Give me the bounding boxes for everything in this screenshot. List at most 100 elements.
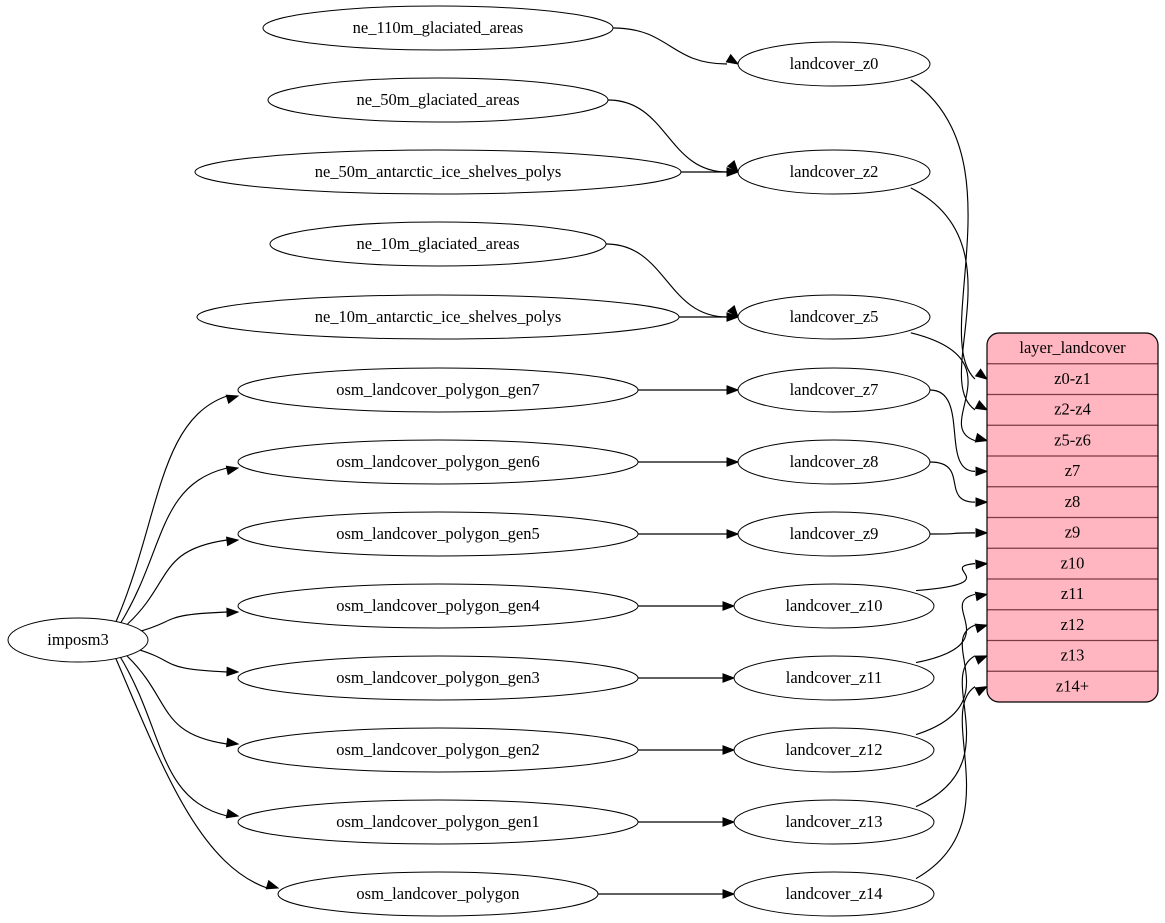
edge-arrowhead xyxy=(726,457,740,467)
edge-arrowhead xyxy=(975,497,989,508)
node-ellipse[interactable] xyxy=(733,583,935,629)
landcover-node-6[interactable]: landcover_z10 xyxy=(733,583,935,629)
ne-source-node-3[interactable]: ne_10m_glaciated_areas xyxy=(269,221,607,267)
node-label: landcover_z11 xyxy=(786,668,883,687)
landcover-node-2[interactable]: landcover_z5 xyxy=(737,294,931,340)
edge-landcover-to-table xyxy=(915,593,976,664)
edge-arrowhead xyxy=(975,527,989,538)
node-ellipse[interactable] xyxy=(737,41,931,87)
table-row-z2-z4[interactable]: z2-z4 xyxy=(1054,400,1091,419)
edge-landcover-to-table xyxy=(910,79,976,380)
osm-source-node-7[interactable]: osm_landcover_polygon xyxy=(277,871,599,917)
edge-ne10mglac-to-z5 xyxy=(605,243,728,318)
landcover-node-10[interactable]: landcover_z14 xyxy=(733,871,935,917)
imposm3-node-0[interactable]: imposm3 xyxy=(7,617,149,663)
node-ellipse[interactable] xyxy=(237,727,639,773)
node-ellipse[interactable] xyxy=(196,294,680,340)
node-ellipse[interactable] xyxy=(237,367,639,413)
node-ellipse[interactable] xyxy=(733,727,935,773)
edge-arrowhead xyxy=(225,394,240,405)
landcover-node-9[interactable]: landcover_z13 xyxy=(733,799,935,845)
edge-landcover-to-table xyxy=(929,389,976,472)
node-ellipse[interactable] xyxy=(267,77,609,123)
edge-arrowhead xyxy=(225,808,240,819)
node-ellipse[interactable] xyxy=(737,439,931,485)
table-row-z10[interactable]: z10 xyxy=(1061,553,1085,572)
edge-arrowhead xyxy=(722,673,736,683)
node-ellipse[interactable] xyxy=(737,511,931,557)
node-label: osm_landcover_polygon_gen2 xyxy=(336,740,539,759)
node-ellipse[interactable] xyxy=(237,439,639,485)
landcover-node-1[interactable]: landcover_z2 xyxy=(737,149,931,195)
edge-imposm3-to-osm xyxy=(119,655,228,817)
node-label: osm_landcover_polygon_gen6 xyxy=(336,452,539,471)
edge-arrowhead xyxy=(726,312,740,322)
ne-source-node-1[interactable]: ne_50m_glaciated_areas xyxy=(267,77,609,123)
edge-landcover-to-table xyxy=(915,655,976,808)
node-ellipse[interactable] xyxy=(7,617,149,663)
table-row-z0-z1[interactable]: z0-z1 xyxy=(1054,369,1091,388)
table-row-z5-z6[interactable]: z5-z6 xyxy=(1054,430,1091,449)
osm-source-node-4[interactable]: osm_landcover_polygon_gen3 xyxy=(237,655,639,701)
node-label: osm_landcover_polygon_gen5 xyxy=(336,524,539,543)
edge-imposm3-to-osm xyxy=(126,655,228,745)
node-ellipse[interactable] xyxy=(733,799,935,845)
edge-arrowhead xyxy=(726,385,740,395)
node-label: landcover_z0 xyxy=(790,54,879,73)
node-ellipse[interactable] xyxy=(237,799,639,845)
osm-source-node-0[interactable]: osm_landcover_polygon_gen7 xyxy=(237,367,639,413)
edge-arrowhead xyxy=(726,160,739,174)
edge-arrowhead xyxy=(974,432,989,443)
table-row-z8[interactable]: z8 xyxy=(1065,492,1081,511)
node-label: landcover_z5 xyxy=(790,307,879,326)
edge-arrowhead xyxy=(974,368,989,380)
osm-source-node-3[interactable]: osm_landcover_polygon_gen4 xyxy=(237,583,639,629)
edge-arrowhead xyxy=(265,879,280,890)
nodes-layer: ne_110m_glaciated_areas ne_50m_glaciated_… xyxy=(7,5,935,917)
landcover-node-3[interactable]: landcover_z7 xyxy=(737,367,931,413)
node-ellipse[interactable] xyxy=(262,5,614,51)
ne-source-node-0[interactable]: ne_110m_glaciated_areas xyxy=(262,5,614,51)
table-row-z11[interactable]: z11 xyxy=(1061,584,1084,603)
node-label: osm_landcover_polygon_gen4 xyxy=(336,596,539,615)
edge-ne110m-to-z0 xyxy=(612,27,728,65)
table-row-z9[interactable]: z9 xyxy=(1065,523,1081,542)
ne-source-node-4[interactable]: ne_10m_antarctic_ice_shelves_polys xyxy=(196,294,680,340)
landcover-node-8[interactable]: landcover_z12 xyxy=(733,727,935,773)
node-label: osm_landcover_polygon_gen3 xyxy=(336,668,539,687)
edge-landcover-to-table xyxy=(915,563,976,592)
node-ellipse[interactable] xyxy=(237,655,639,701)
node-ellipse[interactable] xyxy=(737,294,931,340)
edge-arrowhead xyxy=(722,745,736,755)
node-ellipse[interactable] xyxy=(237,583,639,629)
node-ellipse[interactable] xyxy=(733,655,935,701)
osm-source-node-2[interactable]: osm_landcover_polygon_gen5 xyxy=(237,511,639,557)
landcover-node-4[interactable]: landcover_z8 xyxy=(737,439,931,485)
node-ellipse[interactable] xyxy=(737,367,931,413)
table-row-z13[interactable]: z13 xyxy=(1061,646,1085,665)
osm-source-node-6[interactable]: osm_landcover_polygon_gen1 xyxy=(237,799,639,845)
landcover-node-5[interactable]: landcover_z9 xyxy=(737,511,931,557)
osm-source-node-1[interactable]: osm_landcover_polygon_gen6 xyxy=(237,439,639,485)
layer-landcover-table[interactable]: layer_landcoverz0-z1z2-z4z5-z6z7z8z9z10z… xyxy=(986,332,1159,703)
node-label: ne_10m_antarctic_ice_shelves_polys xyxy=(315,307,562,326)
table-row-z12[interactable]: z12 xyxy=(1061,615,1085,634)
table-row-z14+[interactable]: z14+ xyxy=(1056,676,1089,695)
table-row-z7[interactable]: z7 xyxy=(1065,461,1081,480)
landcover-node-0[interactable]: landcover_z0 xyxy=(737,41,931,87)
node-ellipse[interactable] xyxy=(237,511,639,557)
node-ellipse[interactable] xyxy=(277,871,599,917)
node-ellipse[interactable] xyxy=(733,871,935,917)
landcover-node-7[interactable]: landcover_z11 xyxy=(733,655,935,701)
edge-landcover-to-table xyxy=(910,332,976,442)
edge-imposm3-to-osm xyxy=(127,539,228,625)
node-ellipse[interactable] xyxy=(737,149,931,195)
node-ellipse[interactable] xyxy=(194,149,682,195)
node-ellipse[interactable] xyxy=(269,221,607,267)
osm-source-node-5[interactable]: osm_landcover_polygon_gen2 xyxy=(237,727,639,773)
edge-arrowhead xyxy=(975,466,989,477)
edge-arrowhead xyxy=(974,623,989,634)
node-label: landcover_z7 xyxy=(790,380,879,399)
ne-source-node-2[interactable]: ne_50m_antarctic_ice_shelves_polys xyxy=(194,149,682,195)
